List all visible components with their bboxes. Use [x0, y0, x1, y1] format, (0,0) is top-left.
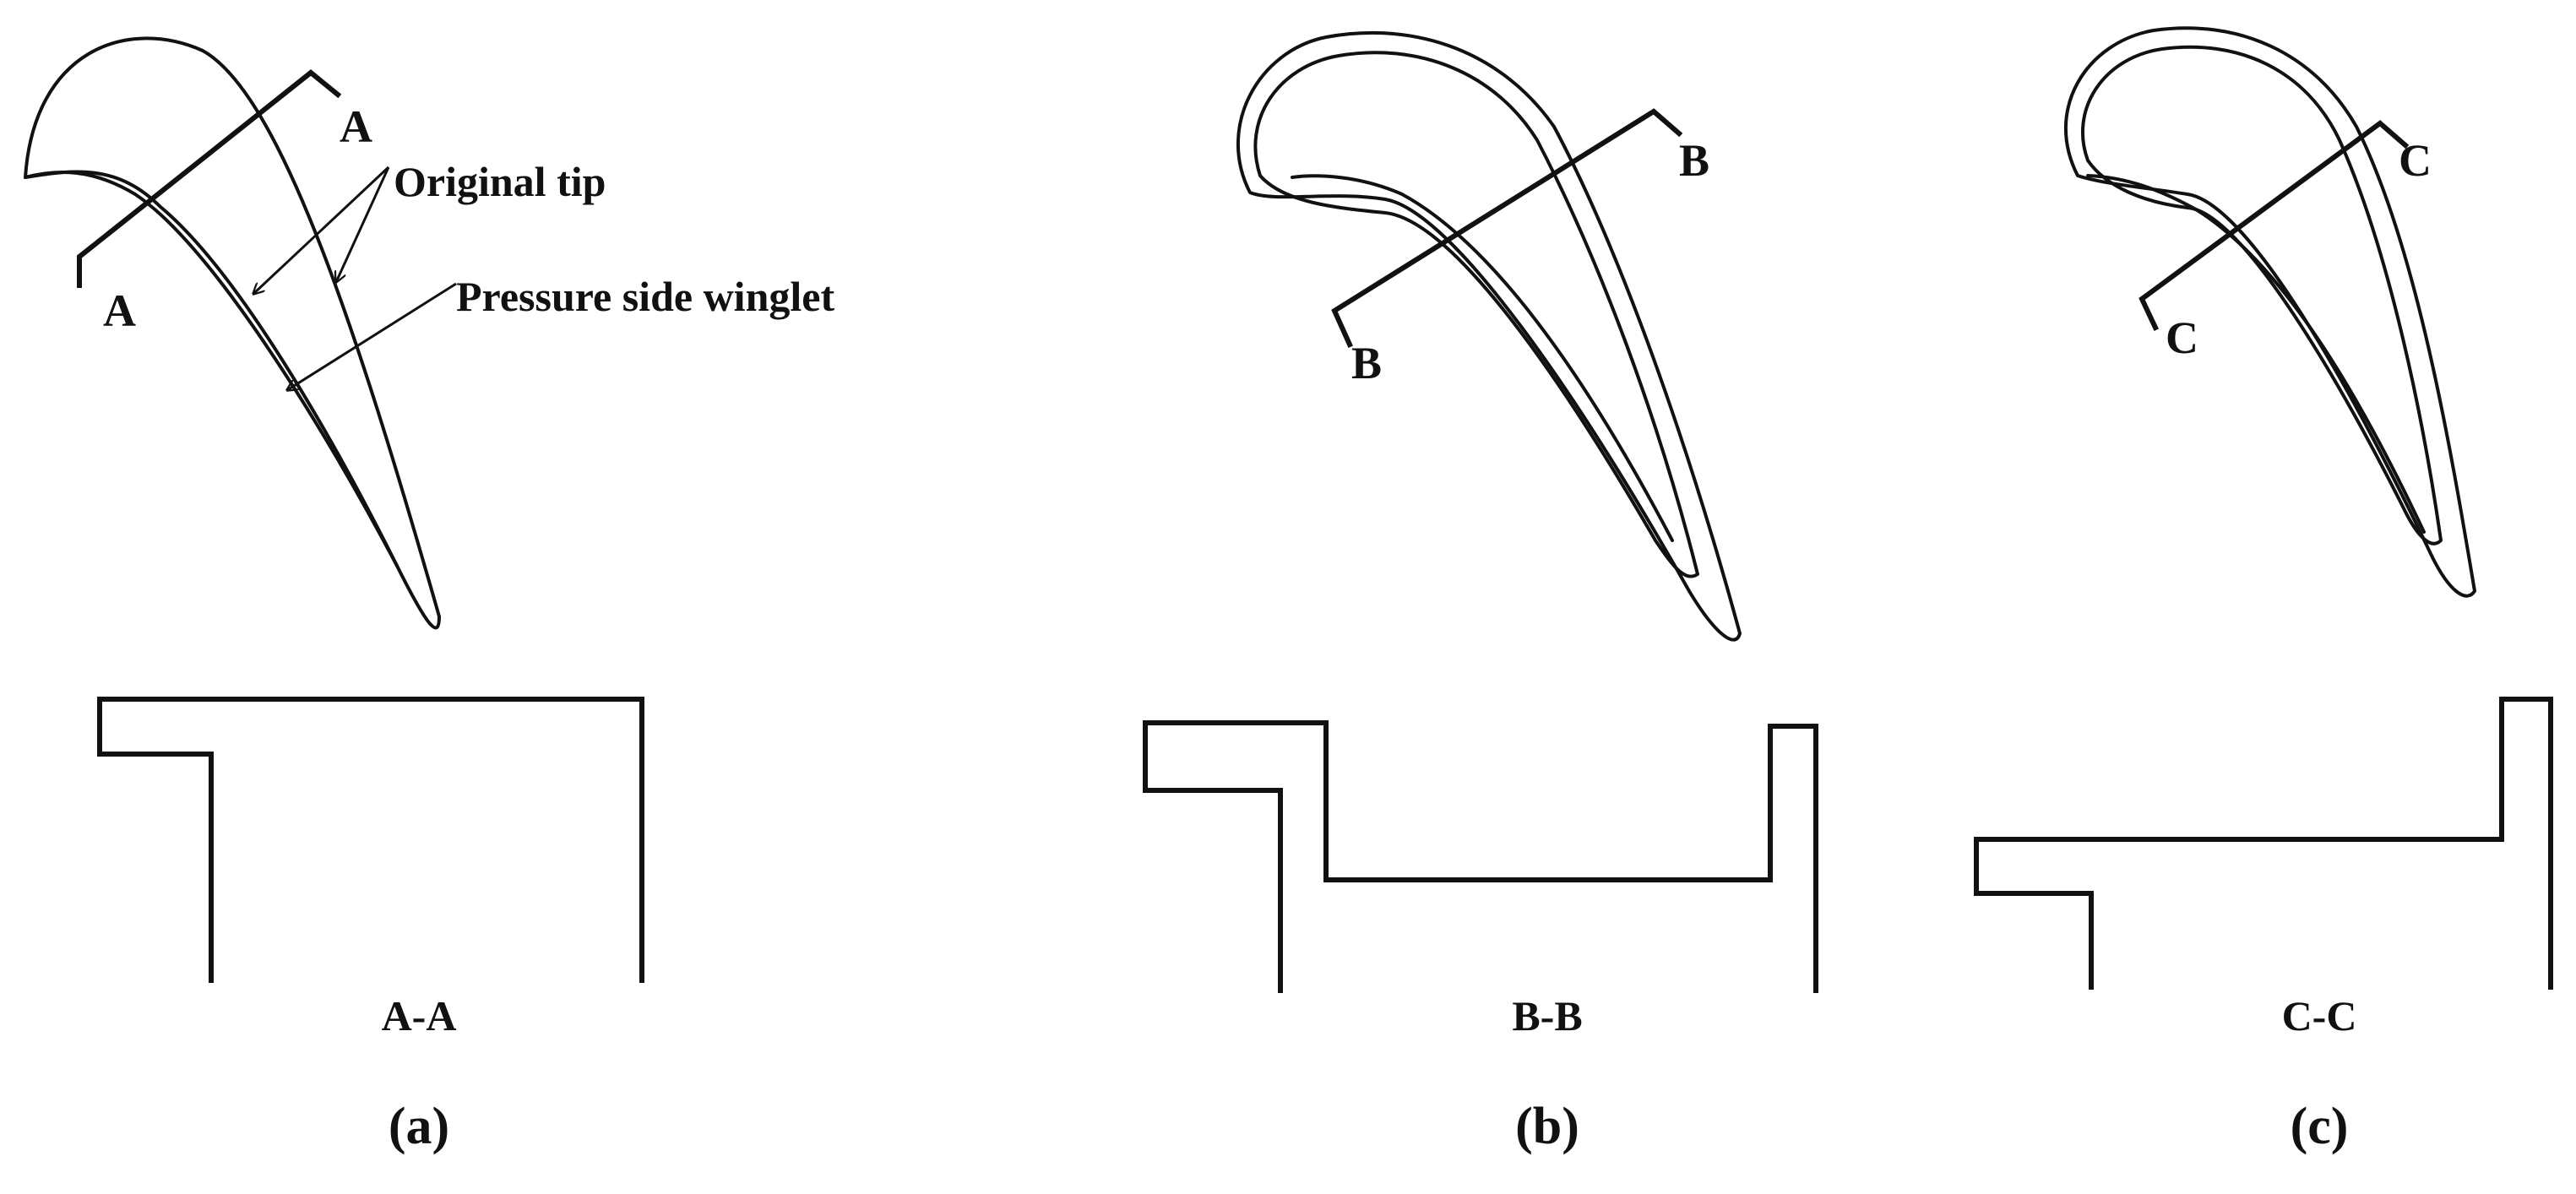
blade-b-outer-profile [1236, 30, 1742, 642]
panel-c: C C C-C (c) [1974, 26, 2553, 1155]
leader-original-tip-1 [253, 166, 390, 294]
blade-c-inner-profile [2080, 45, 2443, 545]
section-b-profile [1143, 720, 1818, 993]
blade-b-inner-profile [1253, 51, 1699, 578]
cut-label-c-bottom: C [2166, 312, 2198, 363]
cut-label-b-top: B [1679, 135, 1709, 186]
section-label-c: C-C [2282, 992, 2357, 1039]
blade-c-winglet-line [2086, 174, 2426, 534]
section-c-profile [1974, 697, 2553, 990]
section-label-a: A-A [382, 992, 457, 1039]
cut-label-a-top: A [340, 101, 372, 152]
panel-label-a: (a) [389, 1098, 449, 1155]
cut-label-a-bottom: A [103, 285, 136, 336]
cut-line-c [2139, 120, 2410, 331]
label-pressure-side-winglet: Pressure side winglet [456, 273, 834, 320]
panel-label-c: (c) [2291, 1098, 2349, 1155]
blade-a-winglet-line [24, 170, 399, 567]
blade-c-outer-profile [2063, 26, 2476, 598]
panel-label-b: (b) [1515, 1098, 1579, 1155]
section-label-b: B-B [1512, 992, 1582, 1039]
leader-pressure-side-winglet [287, 282, 457, 390]
cut-label-c-top: C [2399, 135, 2432, 186]
section-a-profile [97, 697, 644, 983]
label-original-tip: Original tip [394, 158, 606, 205]
cut-label-b-bottom: B [1351, 338, 1382, 388]
cut-line-a [77, 69, 342, 288]
blade-a-outer-profile [24, 36, 441, 630]
panel-b: B B B-B (b) [1143, 30, 1818, 1155]
cut-line-b [1331, 108, 1683, 348]
blade-b-winglet-line [1291, 174, 1674, 542]
leader-original-tip-2 [336, 166, 390, 282]
panel-a: A A Original tip Pressure side winglet A… [24, 36, 834, 1155]
